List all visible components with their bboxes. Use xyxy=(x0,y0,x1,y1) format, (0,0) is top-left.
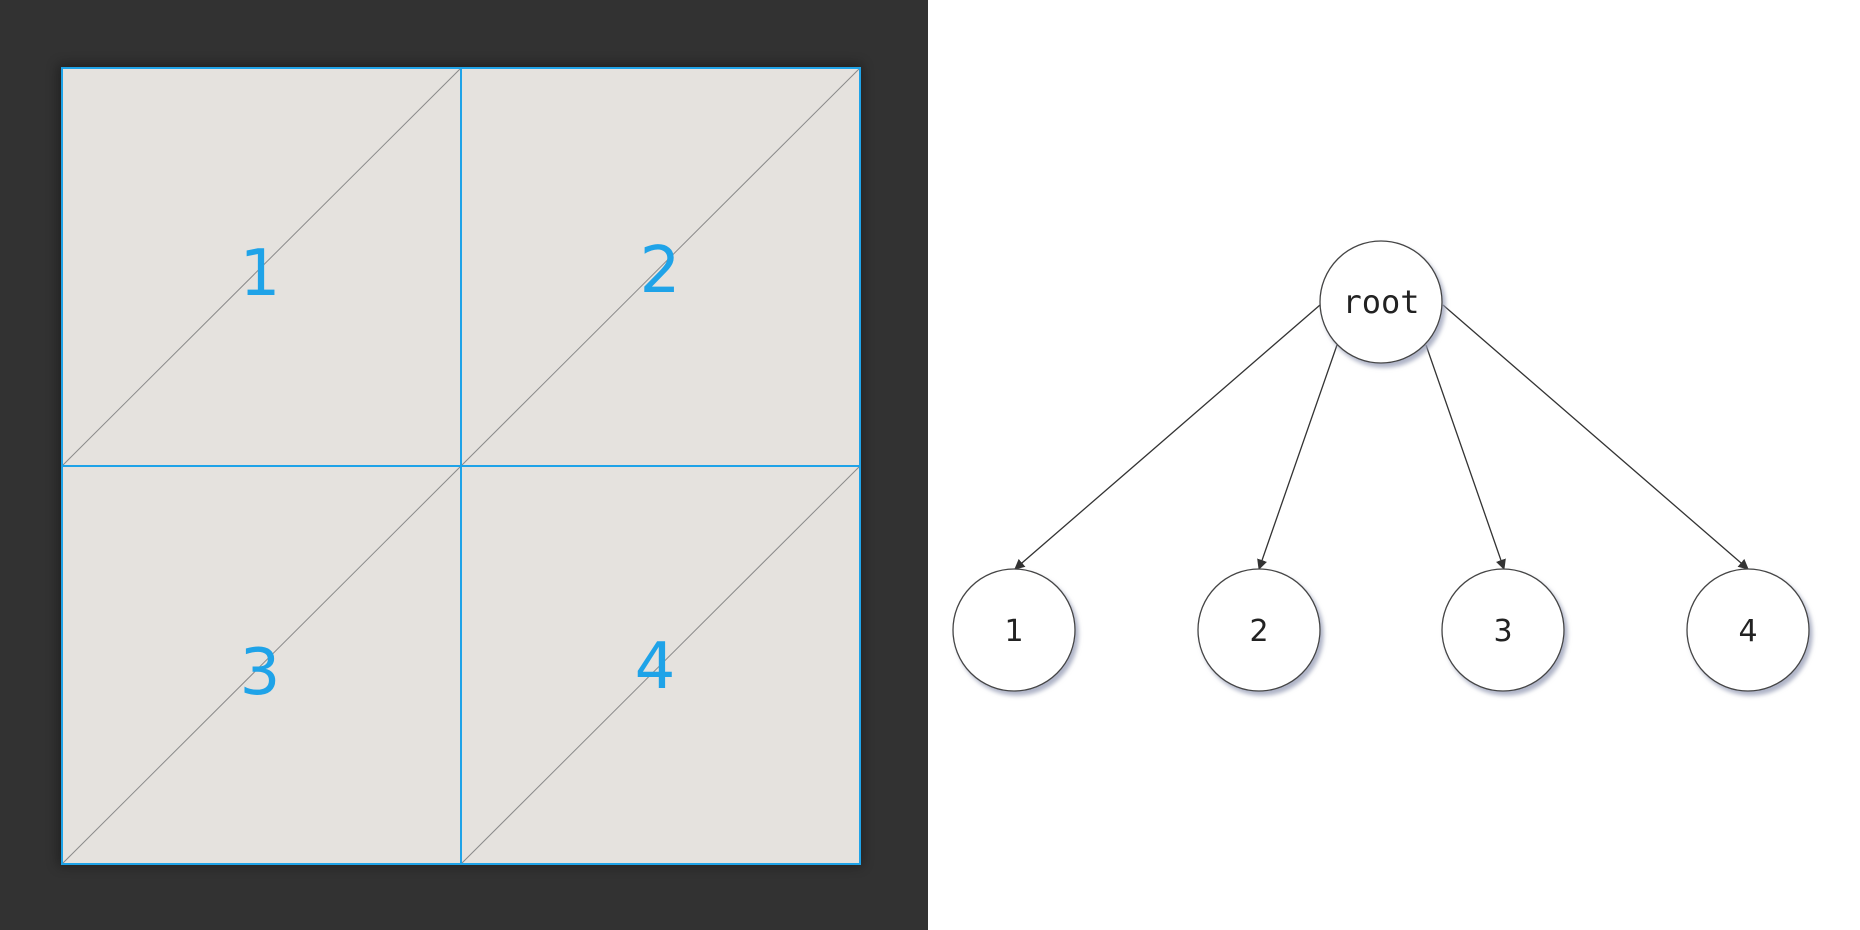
tree-panel: root 1 2 3 4 xyxy=(928,0,1860,930)
grid-canvas: 1 2 3 4 xyxy=(58,64,862,866)
diagonal-q4 xyxy=(460,465,861,865)
leaf-node-label-3: 3 xyxy=(1493,614,1512,649)
leaf-node-circle-3 xyxy=(1441,568,1565,692)
leaf-node-circle-2 xyxy=(1197,568,1321,692)
tree-node-1: 1 xyxy=(952,568,1076,692)
tree-node-2: 2 xyxy=(1197,568,1321,692)
leaf-node-label-4: 4 xyxy=(1738,614,1757,649)
quadrant-label-1: 1 xyxy=(240,237,281,311)
tree-node-root: root xyxy=(1319,240,1443,364)
leaf-node-circle-4 xyxy=(1686,568,1810,692)
diagonal-q2 xyxy=(460,67,861,467)
grid-lines xyxy=(61,67,861,865)
diagonal-q1 xyxy=(61,67,462,467)
root-node-circle xyxy=(1319,240,1443,364)
tree-node-4: 4 xyxy=(1686,568,1810,692)
diagonal-q3 xyxy=(61,465,462,865)
leaf-node-circle-1 xyxy=(952,568,1076,692)
edge-root-4 xyxy=(1442,304,1749,570)
leaf-node-label-2: 2 xyxy=(1249,614,1268,649)
tree-edges xyxy=(1014,304,1749,570)
quadrant-label-2: 2 xyxy=(640,234,681,308)
tree-canvas: root 1 2 3 4 xyxy=(952,240,1810,692)
leaf-node-label-1: 1 xyxy=(1004,614,1023,649)
root-node-label: root xyxy=(1342,283,1419,321)
quadrant-label-3: 3 xyxy=(240,636,281,710)
edge-root-1 xyxy=(1014,304,1321,570)
grid-panel: 1 2 3 4 xyxy=(0,0,928,930)
tree-node-3: 3 xyxy=(1441,568,1565,692)
grid-diagonals xyxy=(61,67,861,865)
quadrant-label-4: 4 xyxy=(635,630,676,704)
edge-root-3 xyxy=(1425,344,1506,570)
edge-root-2 xyxy=(1257,344,1338,570)
